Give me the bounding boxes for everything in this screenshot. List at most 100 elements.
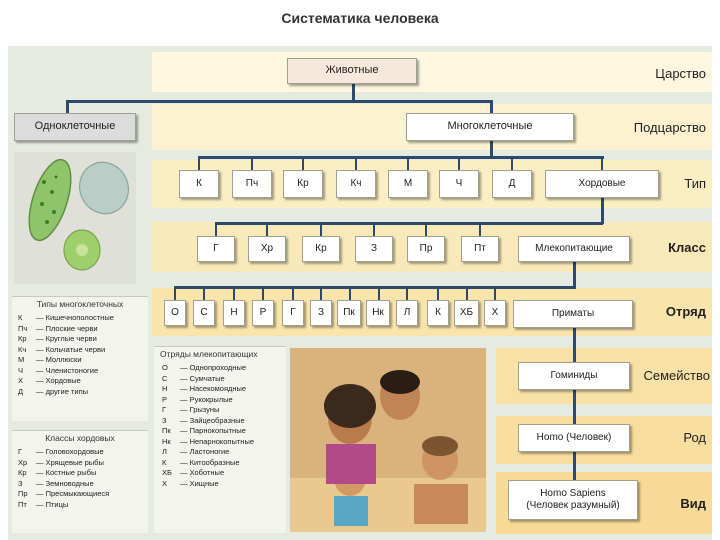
legend-text: — Плоские черви — [36, 323, 98, 333]
order-box: Н — [223, 300, 245, 326]
order-box: Р — [252, 300, 274, 326]
connector-line — [406, 286, 408, 300]
legend-item: Р— Рукокрылые — [162, 395, 286, 406]
legend-text: — другие типы — [36, 386, 89, 396]
legend-abbr: Пк — [162, 426, 171, 435]
connector-line — [292, 286, 294, 300]
connector-line — [262, 286, 264, 300]
connector-line — [320, 222, 322, 236]
connector-line — [601, 156, 603, 170]
class-box: Г — [197, 236, 235, 262]
legend-abbr: Хр — [18, 457, 28, 467]
legend-types: Типы многоклеточных К— Кишечнополостные … — [12, 296, 148, 421]
legend-abbr: Н — [162, 384, 168, 393]
connector-line — [198, 156, 200, 170]
legend-item: Пк — Парнокопытные — [162, 426, 286, 437]
legend-abbr: Кр — [18, 334, 27, 343]
connector-line — [251, 156, 253, 170]
legend-item: К— Китообразные — [162, 458, 286, 469]
legend-item: Кр — Круглые черви — [18, 334, 148, 345]
legend-text: — Хордовые — [36, 376, 81, 385]
legend-item: Д — другие типы — [18, 387, 148, 398]
legend-abbr: Д — [18, 386, 24, 396]
legend-text: — Хрящевые рыбы — [36, 457, 104, 467]
legend-abbr: М — [18, 355, 25, 364]
connector-line — [320, 286, 322, 300]
connector-line — [373, 222, 375, 236]
connector-line — [479, 222, 481, 236]
legend-text: — Круглые черви — [36, 334, 97, 343]
connector-line — [215, 222, 217, 236]
node-chordates: Хордовые — [545, 170, 659, 198]
legend-item: Г— Головохордовые — [18, 447, 148, 458]
connector-line — [233, 286, 235, 300]
legend-abbr: Ч — [18, 365, 23, 375]
type-box: Кч — [336, 170, 376, 198]
connector-line — [458, 156, 460, 170]
connector-line — [355, 156, 357, 170]
page-title: Систематика человека — [281, 10, 439, 26]
legend-item: Кч— Кольчатые черви — [18, 345, 148, 356]
rank-species: Вид — [680, 496, 706, 511]
legend-item: Хр — Хрящевые рыбы — [18, 458, 148, 469]
connector-line — [174, 286, 176, 300]
legend-text: — Сумчатые — [180, 373, 225, 383]
order-box: ХБ — [454, 300, 479, 326]
legend-item: М— Моллюски — [18, 355, 148, 366]
order-box: Х — [484, 300, 506, 326]
type-box: Ч — [439, 170, 479, 198]
legend-text: — Костные рыбы — [36, 468, 97, 477]
order-box: О — [164, 300, 186, 326]
legend-item: Г — Грызуны — [162, 405, 286, 416]
legend-abbr: З — [162, 415, 167, 425]
type-box: К — [179, 170, 219, 198]
connector-line — [601, 196, 604, 224]
legend-item: Х— Хищные — [162, 479, 286, 490]
connector-line — [66, 100, 492, 103]
rank-genus: Род — [683, 430, 706, 445]
legend-text: — Зайцеобразные — [180, 415, 245, 425]
connector-line — [573, 326, 576, 364]
species-name: Homo Sapiens — [540, 487, 606, 499]
node-hominids: Гоминиды — [518, 362, 630, 390]
class-box: З — [355, 236, 393, 262]
legend-abbr: ХБ — [162, 468, 172, 477]
unicellular-illustration — [14, 152, 136, 284]
legend-text: — Птицы — [36, 499, 69, 509]
legend-item: Ч — Членистоногие — [18, 366, 148, 377]
type-box: Кр — [283, 170, 323, 198]
connector-line — [490, 140, 493, 158]
species-common-name: (Человек разумный) — [526, 500, 620, 511]
connector-line — [66, 100, 69, 114]
rank-order: Отряд — [665, 304, 706, 319]
class-box: Пт — [461, 236, 499, 262]
legend-abbr: Г — [162, 405, 167, 414]
legend-text: — Хищные — [180, 478, 219, 488]
connector-line — [573, 390, 576, 426]
legend-classes-heading: Классы хордовых — [45, 433, 115, 443]
legend-abbr: О — [162, 363, 168, 372]
legend-text: — Насекомоядные — [180, 384, 247, 393]
rank-type: Тип — [684, 176, 706, 191]
connector-line — [490, 100, 493, 114]
legend-abbr: Пр — [18, 489, 28, 498]
type-box: Д — [492, 170, 532, 198]
connector-line — [511, 156, 513, 170]
connector-line — [573, 450, 576, 482]
legend-abbr: Нк — [162, 436, 171, 446]
legend-abbr: З — [18, 478, 23, 488]
legend-abbr: Л — [162, 447, 167, 456]
connector-line — [198, 156, 604, 159]
legend-abbr: Кч — [18, 344, 27, 354]
connector-line — [302, 156, 304, 170]
legend-text: — Грызуны — [180, 405, 220, 414]
legend-item: Пт— Птицы — [18, 500, 148, 511]
rank-family: Семейство — [643, 368, 711, 383]
legend-item: Х— Хордовые — [18, 376, 148, 387]
legend-item: Пч— Плоские черви — [18, 324, 148, 335]
legend-item: Н — Насекомоядные — [162, 384, 286, 395]
legend-text: — Парнокопытные — [180, 426, 246, 435]
family-photo — [290, 348, 486, 532]
connector-line — [407, 156, 409, 170]
legend-text: — Членистоногие — [36, 365, 99, 375]
